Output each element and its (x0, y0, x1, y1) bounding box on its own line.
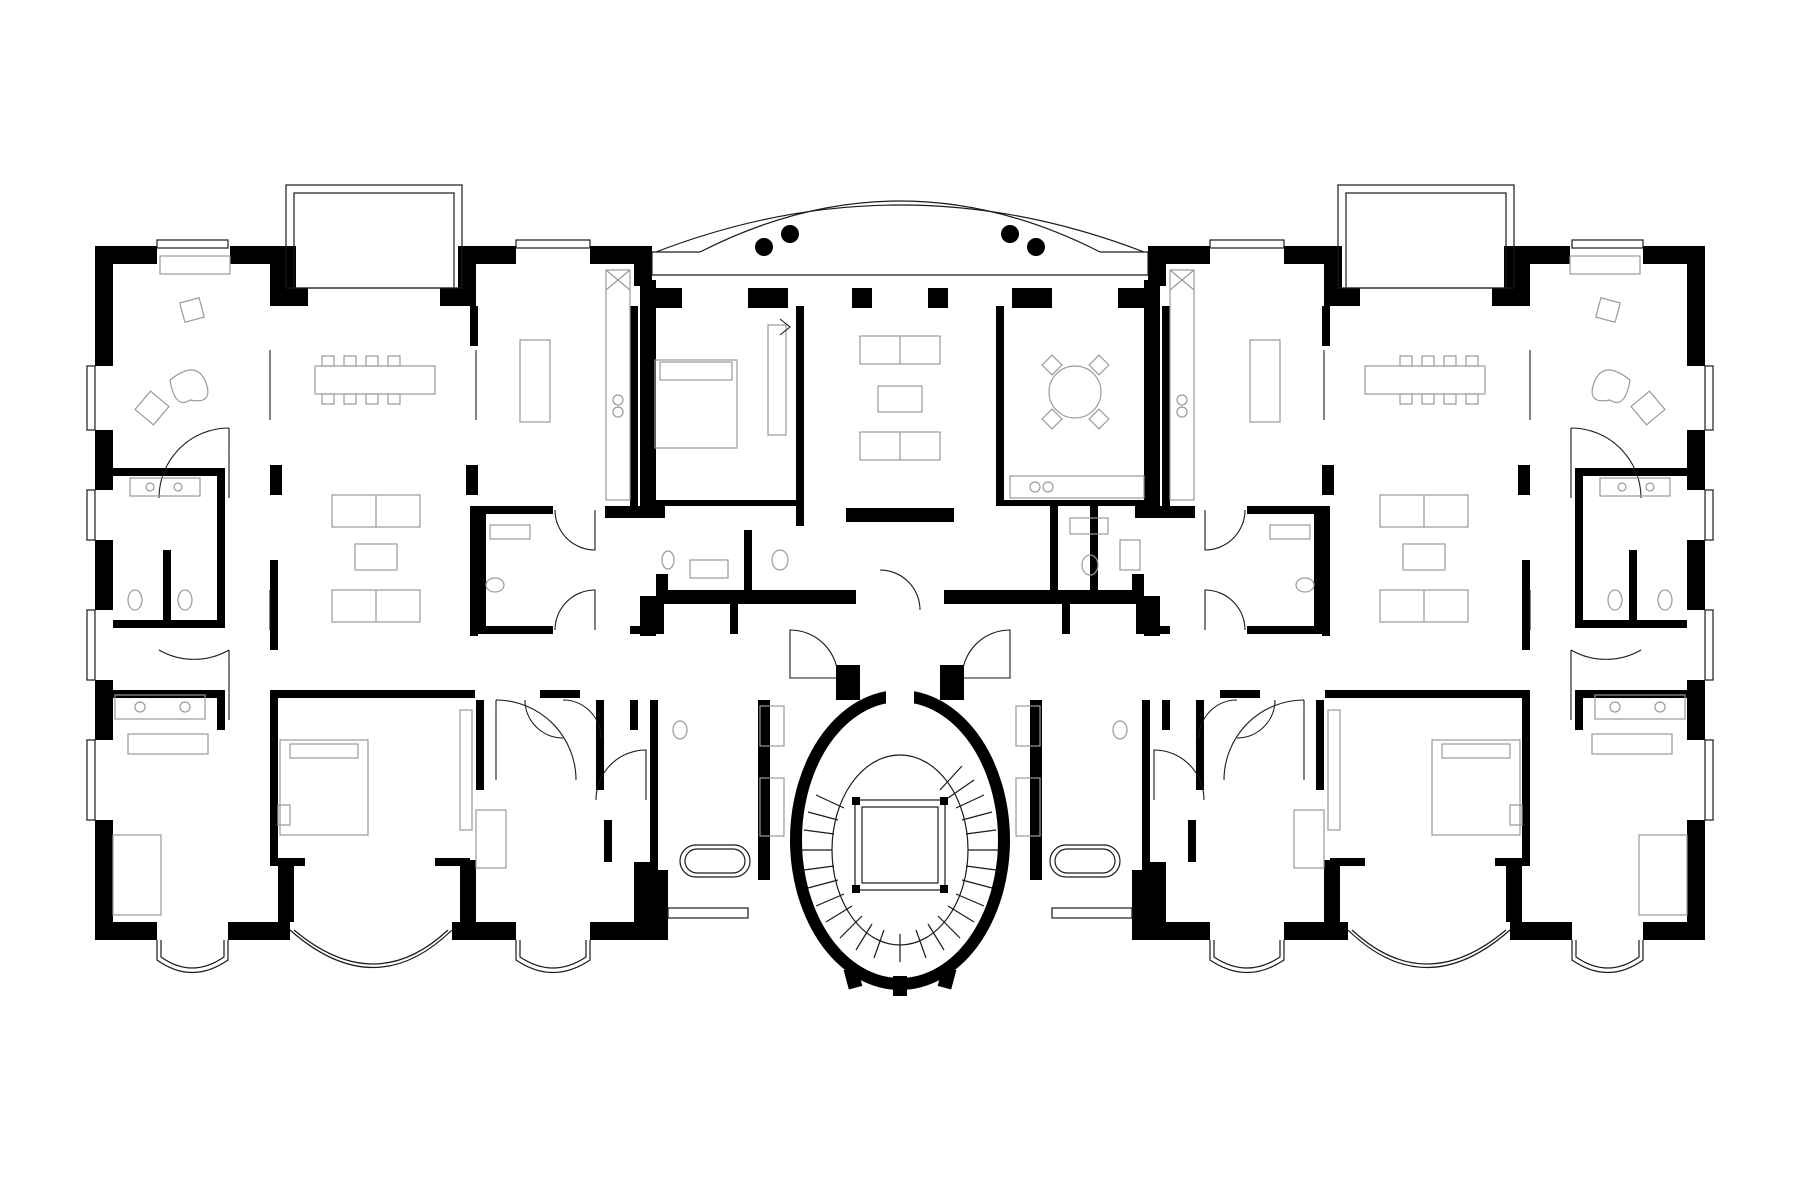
east-wing (1134, 184, 1714, 974)
oval-staircase (790, 665, 1010, 996)
central-block (640, 200, 1160, 996)
west-wing (86, 184, 666, 974)
